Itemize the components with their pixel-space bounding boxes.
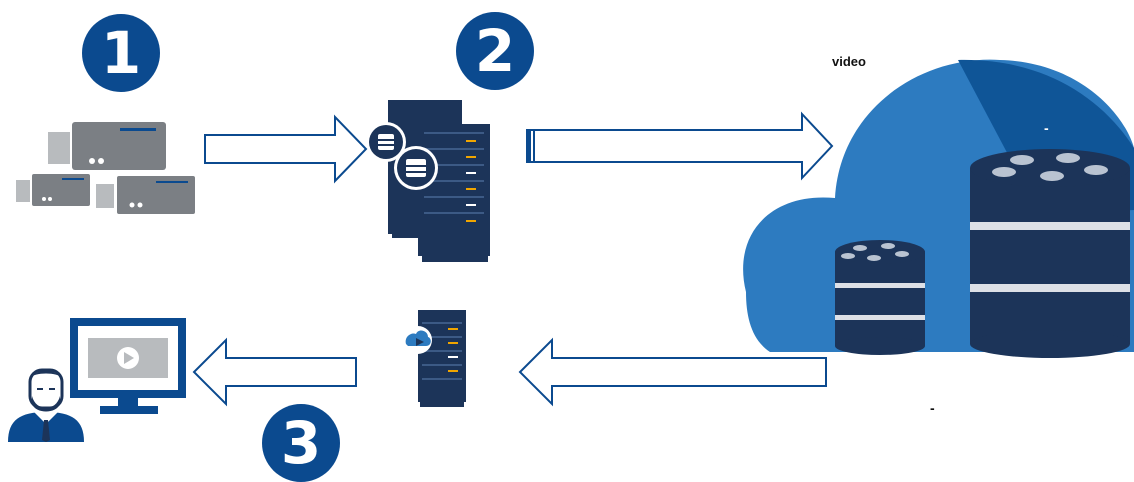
small-database-icon (835, 240, 925, 355)
cloud-dash-top: - (1044, 120, 1049, 136)
camera-small-left (16, 174, 90, 206)
server-rack-icon (366, 100, 490, 262)
user-avatar-icon (8, 368, 84, 442)
camera-large (48, 122, 166, 170)
arrow-cloud-to-streaming (518, 337, 827, 407)
step-number-1: 1 (82, 14, 160, 92)
server-db-badge-1 (366, 122, 406, 162)
cloud-video-label: video (832, 54, 866, 69)
server-front (418, 124, 490, 262)
streaming-server-icon (404, 310, 466, 407)
arrow-cameras-to-recorder (204, 114, 368, 184)
arrow-recorder-to-cloud (526, 111, 834, 181)
arrow-streaming-to-monitor (192, 337, 357, 407)
cloud-dash-bottom: - (930, 400, 935, 416)
large-database-icon (970, 149, 1130, 358)
video-monitor-icon (70, 318, 186, 414)
cloud-storage-icon (743, 59, 1134, 358)
cloud-play-badge (404, 326, 432, 354)
step-number-3: 3 (262, 404, 340, 482)
step-number-2: 2 (456, 12, 534, 90)
server-db-badge-2 (394, 146, 438, 190)
camera-small-right (96, 176, 195, 214)
video-camera-icon (16, 122, 195, 214)
